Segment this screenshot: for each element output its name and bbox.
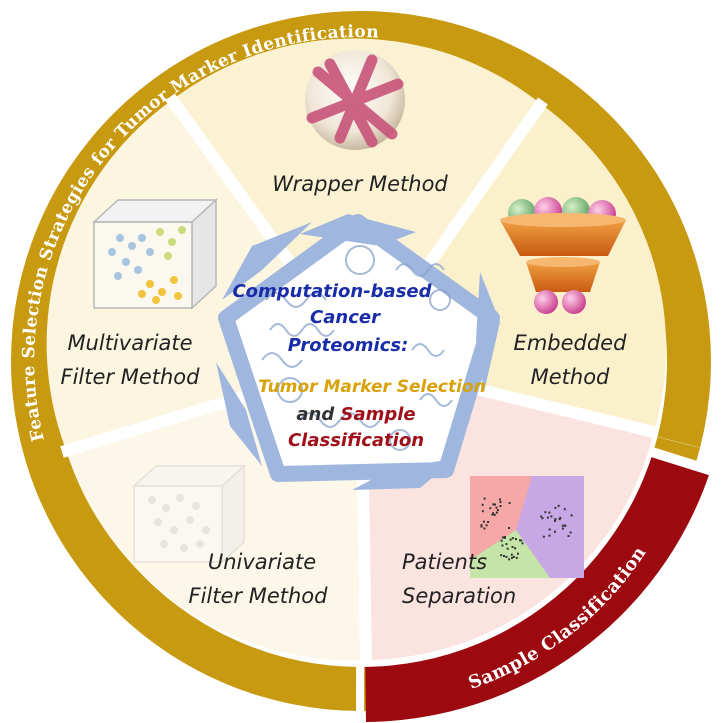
scatter-dot bbox=[563, 508, 566, 511]
multivariate-label-line2: Filter Method bbox=[61, 365, 201, 389]
scatter-dot bbox=[508, 558, 511, 561]
center-title-line3: Proteomics: bbox=[288, 335, 409, 356]
scatter-dot bbox=[499, 498, 501, 501]
scatter-dot bbox=[546, 516, 549, 519]
patients-label-line2: Separation bbox=[402, 584, 516, 608]
scatter-dot bbox=[496, 509, 499, 512]
faded-3d-scatter-cube-icon bbox=[132, 464, 246, 564]
scatter-dot bbox=[510, 553, 513, 556]
scatter-dot bbox=[511, 556, 513, 559]
crossed-ribbons-sphere-icon bbox=[305, 50, 405, 150]
scatter-dot bbox=[500, 539, 503, 542]
scatter-dot bbox=[480, 524, 483, 527]
scatter-dot bbox=[559, 516, 562, 519]
scatter-dot bbox=[569, 531, 572, 534]
center-subtitle-sample: Sample bbox=[340, 404, 415, 425]
protein-structure-icon bbox=[261, 245, 453, 451]
scatter-dot bbox=[554, 518, 557, 521]
scatter-dot bbox=[548, 534, 551, 537]
scatter-dot bbox=[521, 542, 524, 545]
scatter-dot bbox=[480, 525, 483, 528]
wrapper-label: Wrapper Method bbox=[272, 172, 448, 196]
scatter-dot bbox=[548, 528, 551, 531]
scatter-dot bbox=[512, 555, 515, 558]
scatter-dot bbox=[508, 527, 511, 529]
center-subtitle-line6: Classification bbox=[288, 430, 424, 451]
classification-scatter-plot-icon bbox=[470, 476, 584, 578]
scatter-dot bbox=[550, 515, 553, 518]
scatter-dot bbox=[509, 538, 512, 541]
univariate-label-line1: Univariate bbox=[208, 550, 316, 574]
scatter-dot bbox=[517, 552, 519, 555]
scatter-dot bbox=[503, 555, 505, 557]
scatter-dot bbox=[500, 554, 503, 557]
scatter-dot bbox=[483, 527, 486, 530]
scatter-dot bbox=[489, 507, 492, 510]
scatter-dot bbox=[481, 510, 484, 513]
scatter-dot bbox=[515, 538, 517, 541]
patients-label-line1: Patients bbox=[402, 550, 487, 574]
scatter-dot bbox=[511, 546, 514, 548]
central-pentagon bbox=[216, 214, 500, 490]
scatter-dot bbox=[493, 503, 496, 506]
scatter-dot bbox=[505, 555, 508, 558]
center-subtitle-line5: and Sample bbox=[296, 404, 415, 425]
scatter-dot bbox=[483, 497, 486, 500]
multivariate-label-line1: Multivariate bbox=[67, 331, 192, 355]
3d-scatter-cube-icon bbox=[92, 198, 218, 310]
scatter-dot bbox=[570, 514, 573, 517]
scatter-dot bbox=[499, 501, 502, 504]
scatter-dot bbox=[544, 511, 547, 514]
ball-funnel-icon bbox=[500, 197, 626, 314]
embedded-label-line2: Method bbox=[531, 365, 610, 389]
center-subtitle-line4: Tumor Marker Selection bbox=[258, 377, 485, 397]
scatter-dot bbox=[495, 511, 498, 514]
scatter-dot bbox=[557, 504, 560, 507]
center-title-line1: Computation-based bbox=[232, 281, 432, 302]
scatter-dot bbox=[487, 521, 490, 523]
scatter-dot bbox=[481, 503, 484, 506]
scatter-dot bbox=[502, 536, 504, 539]
scatter-dot bbox=[511, 537, 514, 540]
scatter-dot bbox=[519, 539, 521, 542]
scatter-dot bbox=[540, 515, 543, 518]
scatter-dot bbox=[514, 547, 517, 550]
scatter-dot bbox=[554, 519, 556, 522]
scatter-dot bbox=[554, 530, 556, 533]
scatter-dot bbox=[520, 539, 523, 542]
univariate-label-line2: Filter Method bbox=[189, 584, 329, 608]
scatter-dot bbox=[499, 505, 502, 507]
scatter-dot bbox=[491, 513, 494, 516]
scatter-dot bbox=[493, 513, 496, 516]
scatter-dot bbox=[542, 535, 545, 538]
scatter-dot bbox=[558, 518, 561, 521]
scatter-dot bbox=[485, 524, 488, 527]
scatter-dot bbox=[561, 524, 564, 527]
scatter-dot bbox=[482, 520, 485, 523]
scatter-dot bbox=[505, 543, 508, 546]
center-subtitle-and: and bbox=[296, 404, 340, 425]
scatter-dot bbox=[492, 512, 495, 515]
scatter-dot bbox=[541, 517, 544, 520]
scatter-dot bbox=[548, 511, 551, 514]
scatter-dot bbox=[501, 544, 504, 547]
scatter-dot bbox=[506, 547, 509, 550]
center-title-line2: Cancer bbox=[310, 307, 381, 328]
scatter-dot bbox=[554, 506, 557, 509]
scatter-dot bbox=[503, 536, 506, 538]
scatter-dot bbox=[515, 556, 518, 559]
embedded-label-line1: Embedded bbox=[514, 331, 628, 355]
scatter-dot bbox=[563, 524, 566, 527]
scatter-dot bbox=[567, 535, 570, 537]
scatter-dot bbox=[561, 527, 564, 530]
scatter-dot bbox=[508, 502, 511, 505]
wrapper-panel bbox=[172, 38, 541, 361]
scatter-dot bbox=[495, 506, 498, 509]
